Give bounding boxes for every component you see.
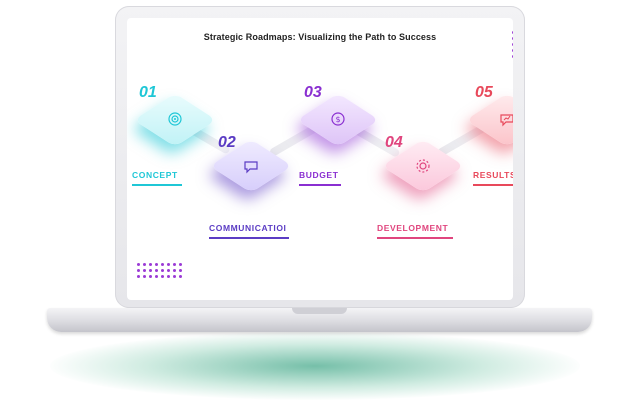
laptop-trackpad-notch <box>292 308 347 314</box>
step-label-budget: BUDGET <box>299 170 339 180</box>
chat-bubble-icon <box>244 161 258 174</box>
step-number-4: 04 <box>385 134 403 151</box>
svg-text:$: $ <box>335 115 340 124</box>
step-number-1: 01 <box>139 84 157 101</box>
laptop-screen: Strategic Roadmaps: Visualizing the Path… <box>127 18 513 300</box>
step-label-development: DEVELOPMENT <box>377 223 449 233</box>
step-label-results: RESULTS <box>473 170 513 180</box>
step-label-communication: COMMUNICATIOI <box>209 223 287 233</box>
step-underline-development <box>377 237 453 239</box>
coin-icon: $ <box>331 112 345 126</box>
dot-grid-bottom-left <box>137 263 182 278</box>
step-underline-results <box>473 184 513 186</box>
step-underline-budget <box>299 184 341 186</box>
dot-grid-top-right <box>512 31 513 58</box>
gear-icon <box>416 159 430 173</box>
laptop-shadow <box>50 332 580 400</box>
target-icon <box>168 112 182 126</box>
step-underline-concept <box>132 184 182 186</box>
chart-message-icon <box>500 114 513 127</box>
laptop-base <box>47 308 592 332</box>
step-label-concept: CONCEPT <box>132 170 178 180</box>
slide-title: Strategic Roadmaps: Visualizing the Path… <box>203 32 437 42</box>
step-number-5: 05 <box>475 84 493 101</box>
step-number-3: 03 <box>304 84 322 101</box>
step-number-2: 02 <box>218 134 236 151</box>
step-underline-communication <box>209 237 289 239</box>
